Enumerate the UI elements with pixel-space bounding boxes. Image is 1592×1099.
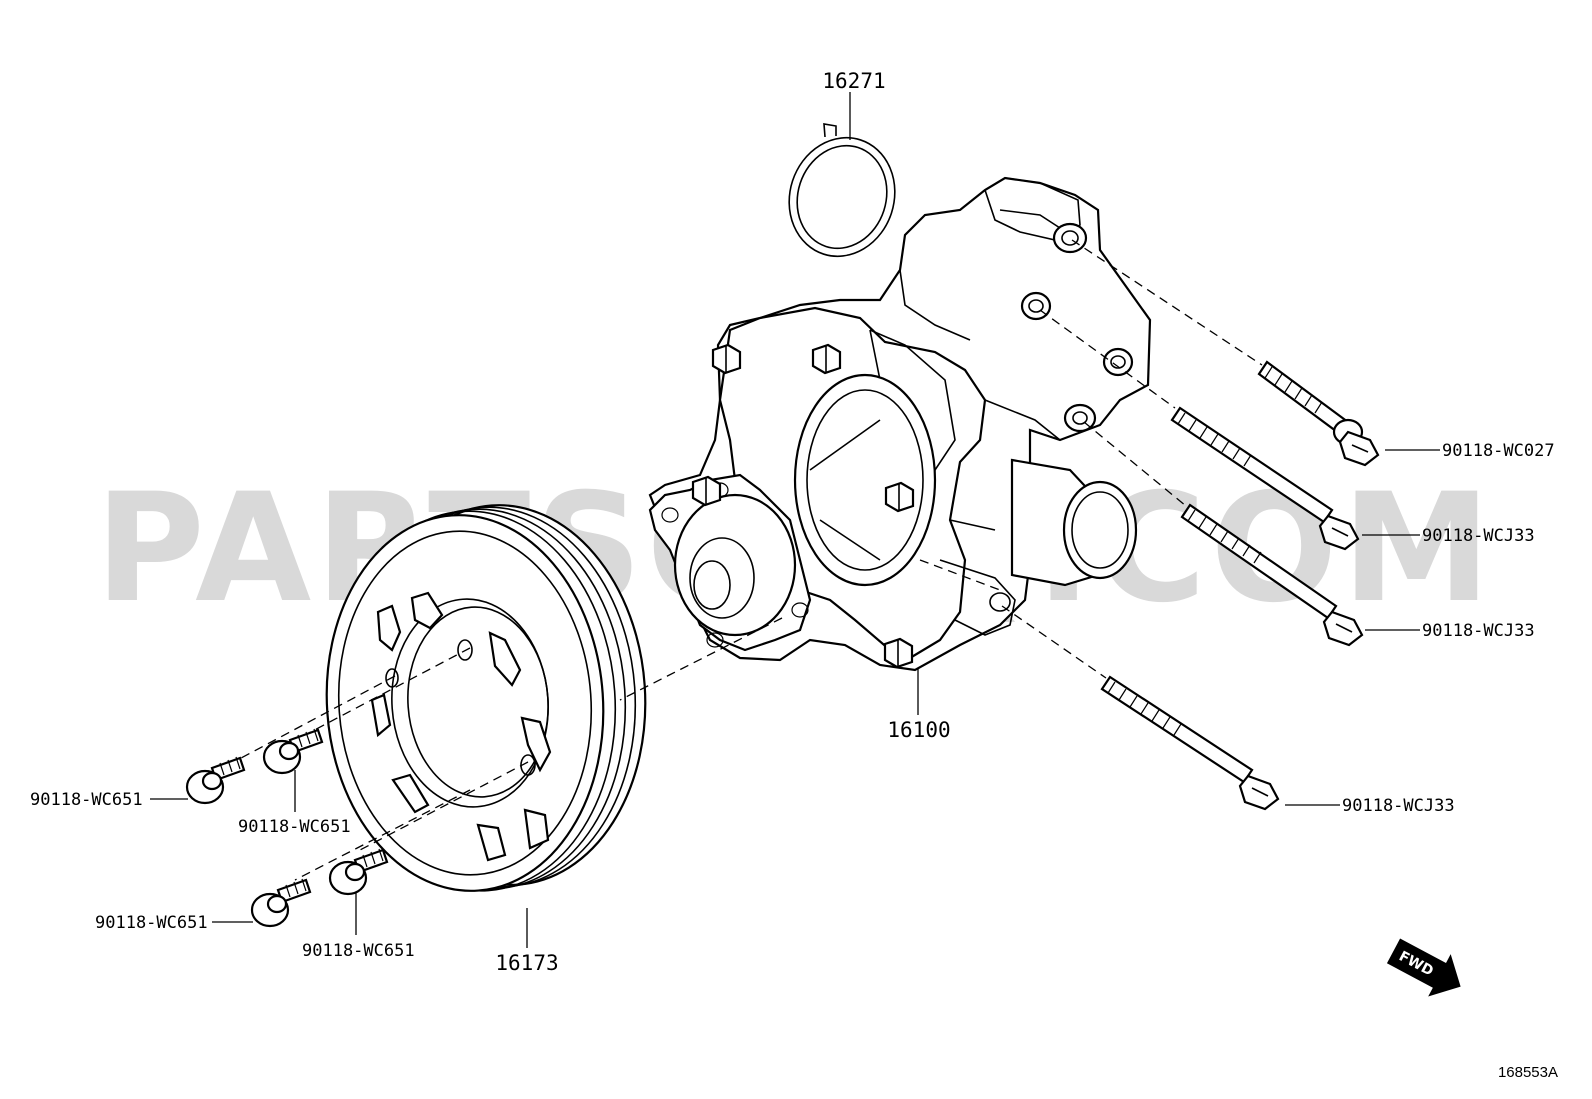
bolt-90118-wc027[interactable] xyxy=(1257,360,1380,467)
label-90118-wc651-c[interactable]: 90118-WC651 xyxy=(95,913,208,933)
label-16100[interactable]: 16100 xyxy=(887,718,950,742)
fwd-arrow-icon: FWD xyxy=(1386,938,1461,997)
label-90118-wc651-b[interactable]: 90118-WC651 xyxy=(238,817,351,837)
label-90118-wcj33-b[interactable]: 90118-WCJ33 xyxy=(1422,621,1535,641)
bolt-90118-wcj33-b[interactable] xyxy=(1180,503,1364,647)
label-90118-wcj33-a[interactable]: 90118-WCJ33 xyxy=(1422,526,1535,546)
bolt-90118-wc651-c[interactable] xyxy=(250,878,312,928)
bolt-90118-wc651-a[interactable] xyxy=(185,756,246,805)
figure-id: 168553A xyxy=(1498,1064,1558,1081)
pulley-16173[interactable] xyxy=(314,496,658,901)
label-90118-wc651-a[interactable]: 90118-WC651 xyxy=(30,790,143,810)
label-90118-wc651-d[interactable]: 90118-WC651 xyxy=(302,941,415,961)
bolt-90118-wcj33-a[interactable] xyxy=(1170,406,1360,551)
water-pump-16100[interactable] xyxy=(648,176,1152,672)
label-90118-wcj33-c[interactable]: 90118-WCJ33 xyxy=(1342,796,1455,816)
leader-lines xyxy=(150,92,1440,948)
label-16271[interactable]: 16271 xyxy=(822,69,885,93)
bolt-paths xyxy=(227,239,1263,881)
label-90118-wc027[interactable]: 90118-WC027 xyxy=(1442,441,1555,461)
label-16173[interactable]: 16173 xyxy=(495,951,558,975)
bolt-90118-wc651-b[interactable] xyxy=(262,728,324,775)
bolt-90118-wc651-d[interactable] xyxy=(328,848,389,896)
gasket-16271[interactable] xyxy=(774,123,910,270)
bolt-90118-wcj33-c[interactable] xyxy=(1100,675,1280,811)
